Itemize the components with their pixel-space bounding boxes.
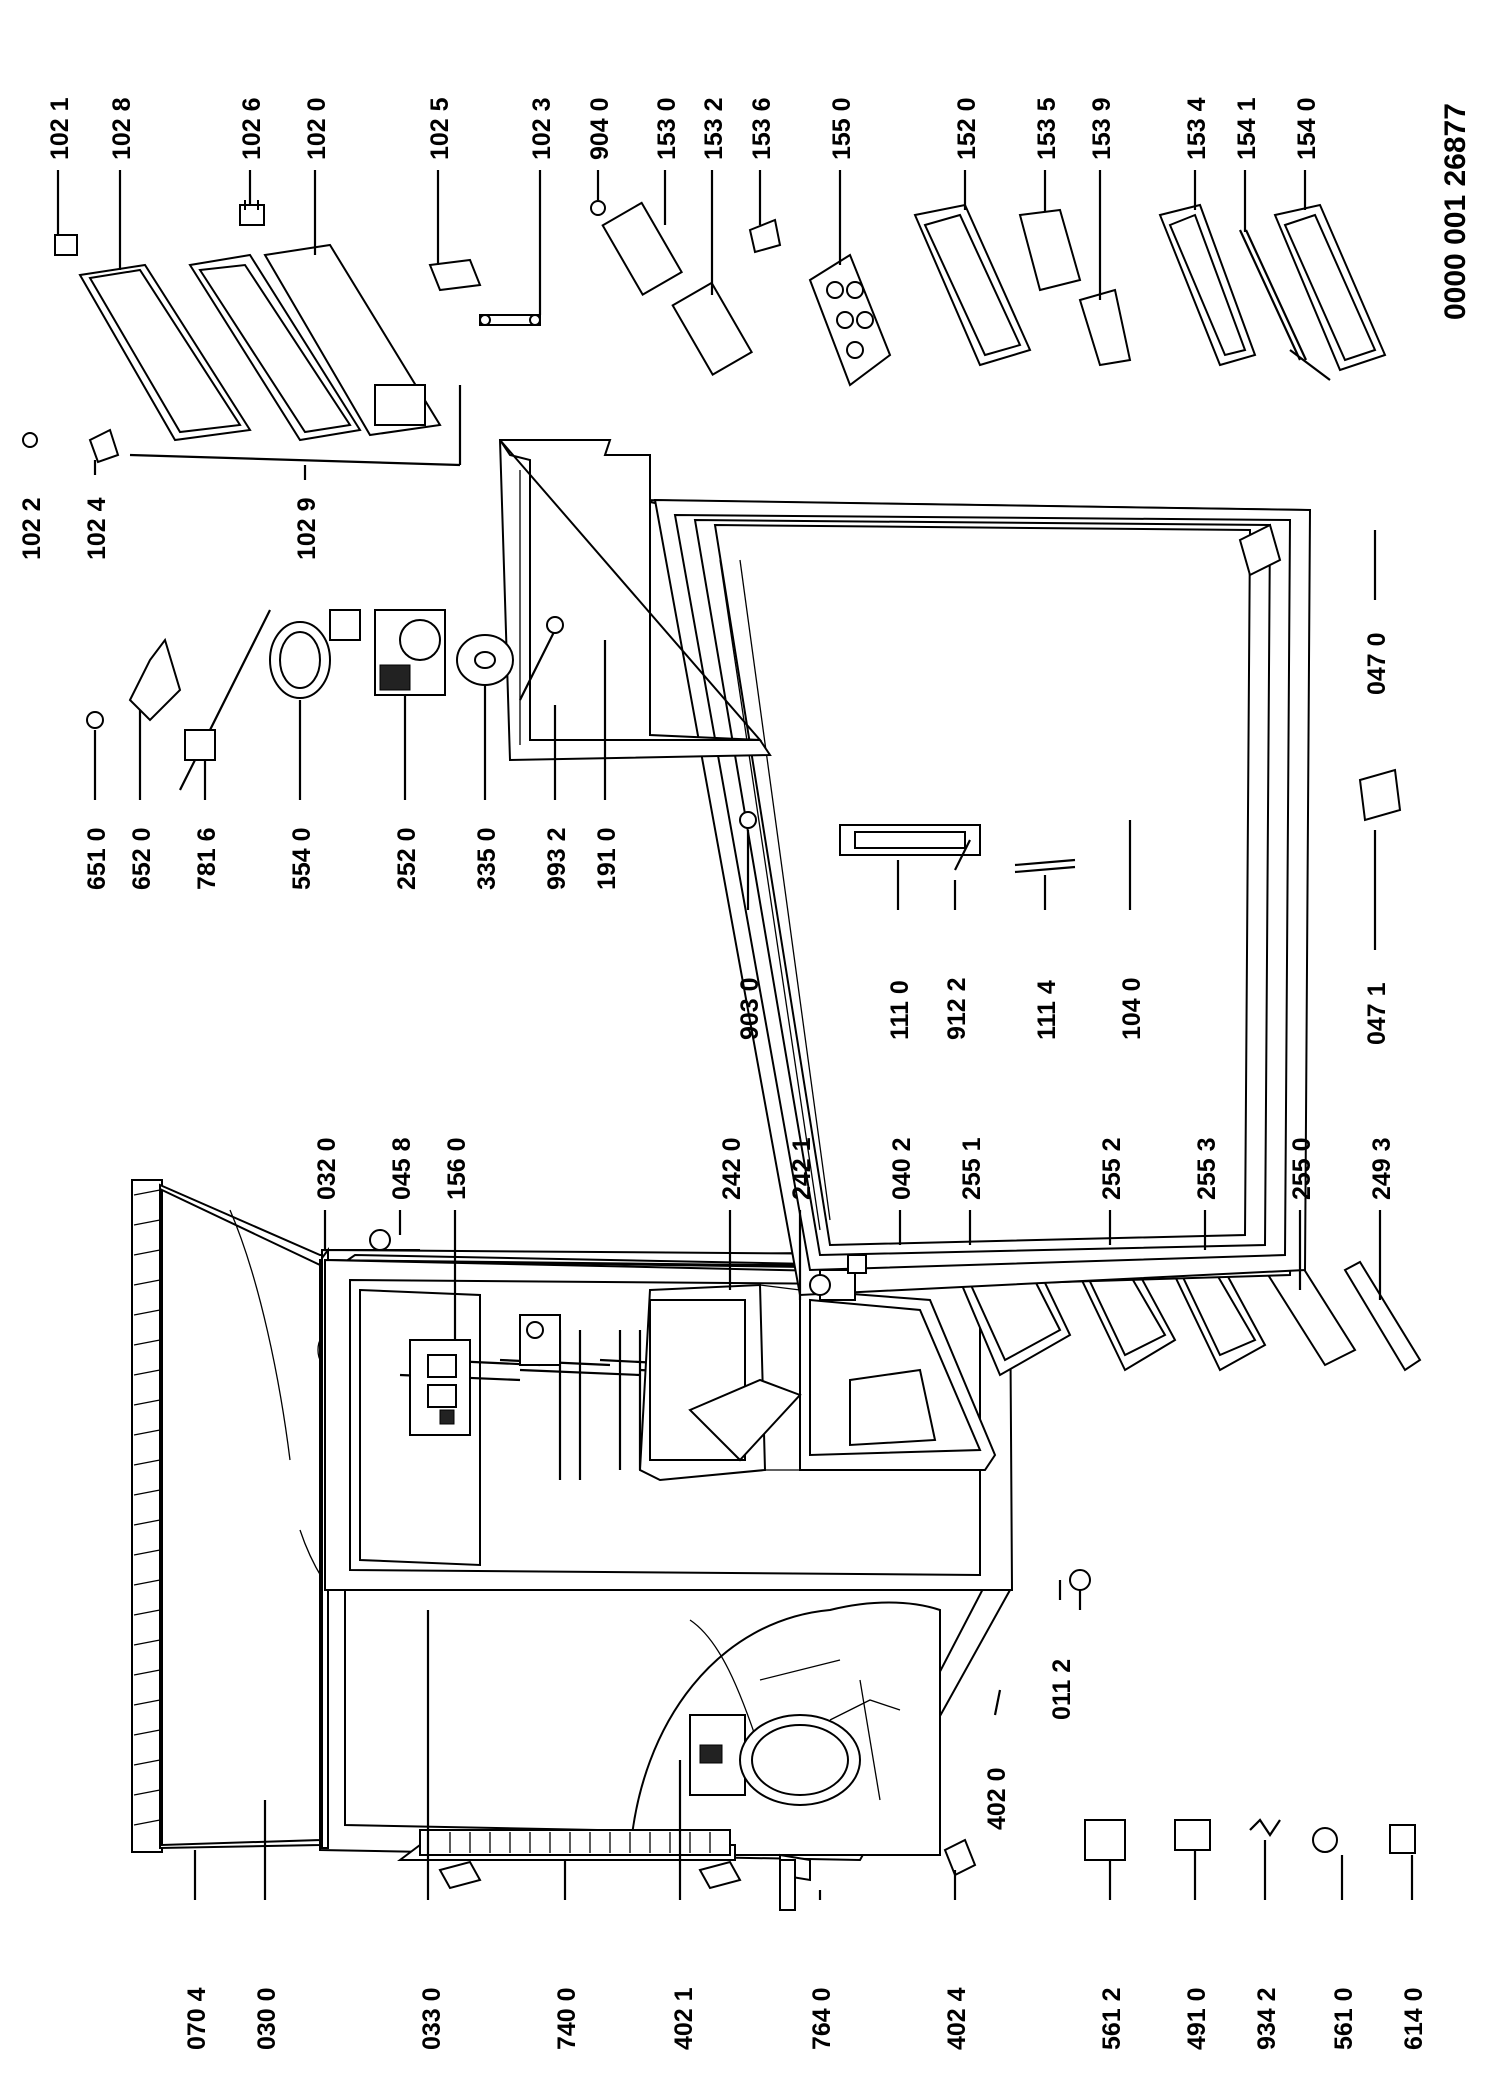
- label-993-2: 993 2: [543, 827, 571, 890]
- label-255-1: 255 1: [958, 1137, 986, 1200]
- label-242-1: 242 1: [788, 1137, 816, 1200]
- label-045-8: 045 8: [388, 1137, 416, 1200]
- label-033-0: 033 0: [418, 1987, 446, 2050]
- label-153-4: 153 4: [1183, 97, 1211, 160]
- label-040-2: 040 2: [888, 1137, 916, 1200]
- label-402-4: 402 4: [943, 1987, 971, 2050]
- label-255-0: 255 0: [1288, 1137, 1316, 1200]
- refrigerator-cabinet: [131, 1179, 1016, 1890]
- freezer-parts: [22, 200, 541, 464]
- label-491-0: 491 0: [1183, 1987, 1211, 2050]
- worktop-edge-hatching: [133, 1189, 161, 1826]
- label-154-0: 154 0: [1293, 97, 1321, 160]
- label-191-0: 191 0: [593, 827, 621, 890]
- label-153-9: 153 9: [1088, 97, 1116, 160]
- label-335-0: 335 0: [473, 827, 501, 890]
- label-242-0: 242 0: [718, 1137, 746, 1200]
- misc-parts: [86, 523, 1416, 1911]
- label-102-2: 102 2: [18, 497, 46, 560]
- label-614-0: 614 0: [1400, 1987, 1428, 2050]
- label-252-0: 252 0: [393, 827, 421, 890]
- label-402-0: 402 0: [983, 1767, 1011, 1830]
- label-102-4: 102 4: [83, 497, 111, 560]
- label-402-1: 402 1: [670, 1987, 698, 2050]
- label-561-2: 561 2: [1098, 1987, 1126, 2050]
- label-102-9: 102 9: [293, 497, 321, 560]
- label-255-2: 255 2: [1098, 1137, 1126, 1200]
- label-561-0: 561 0: [1330, 1987, 1358, 2050]
- label-102-1: 102 1: [46, 97, 74, 160]
- label-934-2: 934 2: [1253, 1987, 1281, 2050]
- label-249-3: 249 3: [1368, 1137, 1396, 1200]
- document-code: 0000 001 26877: [1439, 103, 1472, 320]
- condenser: [397, 1829, 811, 1890]
- label-070-4: 070 4: [183, 1987, 211, 2050]
- label-740-0: 740 0: [553, 1987, 581, 2050]
- door-bins: [590, 200, 1387, 387]
- label-156-0: 156 0: [443, 1137, 471, 1200]
- label-153-5: 153 5: [1033, 97, 1061, 160]
- label-652-0: 652 0: [128, 827, 156, 890]
- label-104-0: 104 0: [1118, 977, 1146, 1040]
- refrigerator-door: [639, 498, 1312, 1301]
- label-111-0: 111 0: [886, 980, 914, 1040]
- label-102-5: 102 5: [426, 97, 454, 160]
- label-255-3: 255 3: [1193, 1137, 1221, 1200]
- label-030-0: 030 0: [253, 1987, 281, 2050]
- compressor-compartment: [628, 1601, 941, 1856]
- label-153-0: 153 0: [653, 97, 681, 160]
- label-032-0: 032 0: [313, 1137, 341, 1200]
- label-102-8: 102 8: [108, 97, 136, 160]
- label-651-0: 651 0: [83, 827, 111, 890]
- label-155-0: 155 0: [828, 97, 856, 160]
- label-152-0: 152 0: [953, 97, 981, 160]
- label-153-2: 153 2: [700, 97, 728, 160]
- label-047-0: 047 0: [1363, 632, 1391, 695]
- label-903-0: 903 0: [736, 977, 764, 1040]
- label-047-1: 047 1: [1363, 982, 1391, 1045]
- control-box: [409, 1314, 561, 1436]
- label-904-0: 904 0: [586, 97, 614, 160]
- label-111-4: 111 4: [1033, 980, 1061, 1040]
- label-153-6: 153 6: [748, 97, 776, 160]
- label-102-0: 102 0: [303, 97, 331, 160]
- part-labels: 070 4 030 0 033 0 740 0 402 1 764 0 402 …: [18, 97, 1472, 2050]
- label-102-6: 102 6: [238, 97, 266, 160]
- label-781-6: 781 6: [193, 827, 221, 890]
- label-912-2: 912 2: [943, 977, 971, 1040]
- label-011-2: 011 2: [1048, 1659, 1076, 1720]
- label-154-1: 154 1: [1233, 97, 1261, 160]
- crisper-drawers: [638, 1283, 997, 1482]
- label-554-0: 554 0: [288, 827, 316, 890]
- label-102-3: 102 3: [528, 97, 556, 160]
- leader-lines: [56, 170, 1414, 1900]
- label-764-0: 764 0: [808, 1987, 836, 2050]
